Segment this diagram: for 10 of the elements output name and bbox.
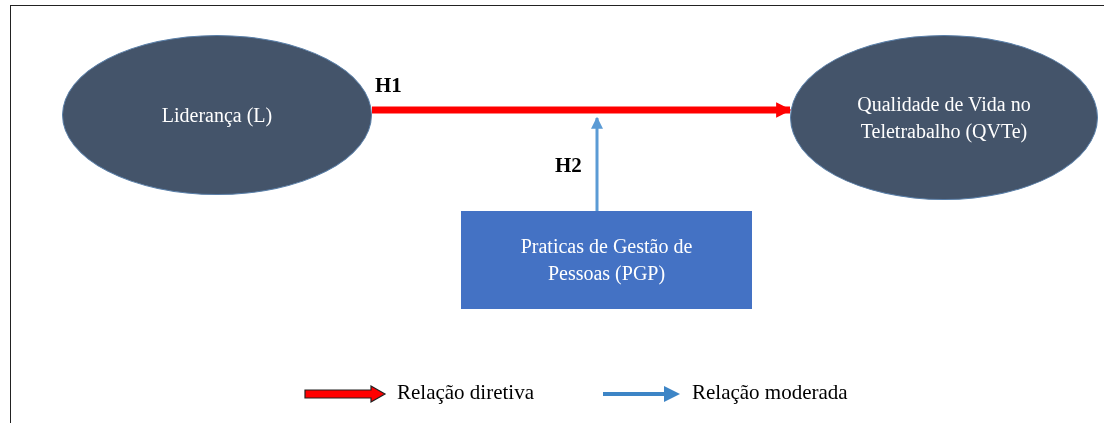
edge-label: H1 (375, 73, 402, 98)
node-label: Liderança (L) (161, 102, 273, 129)
node-label: Praticas de Gestão de Pessoas (PGP) (519, 234, 694, 287)
edge-label: H2 (555, 152, 582, 178)
arrow (591, 116, 603, 211)
arrow (372, 102, 792, 118)
node-label: Qualidade de Vida no Teletrabalho (QVTe) (856, 91, 1032, 145)
construct-box (461, 211, 752, 309)
legend-label: Relação diretiva (397, 380, 534, 405)
legend-label: Relação moderada (692, 380, 848, 405)
